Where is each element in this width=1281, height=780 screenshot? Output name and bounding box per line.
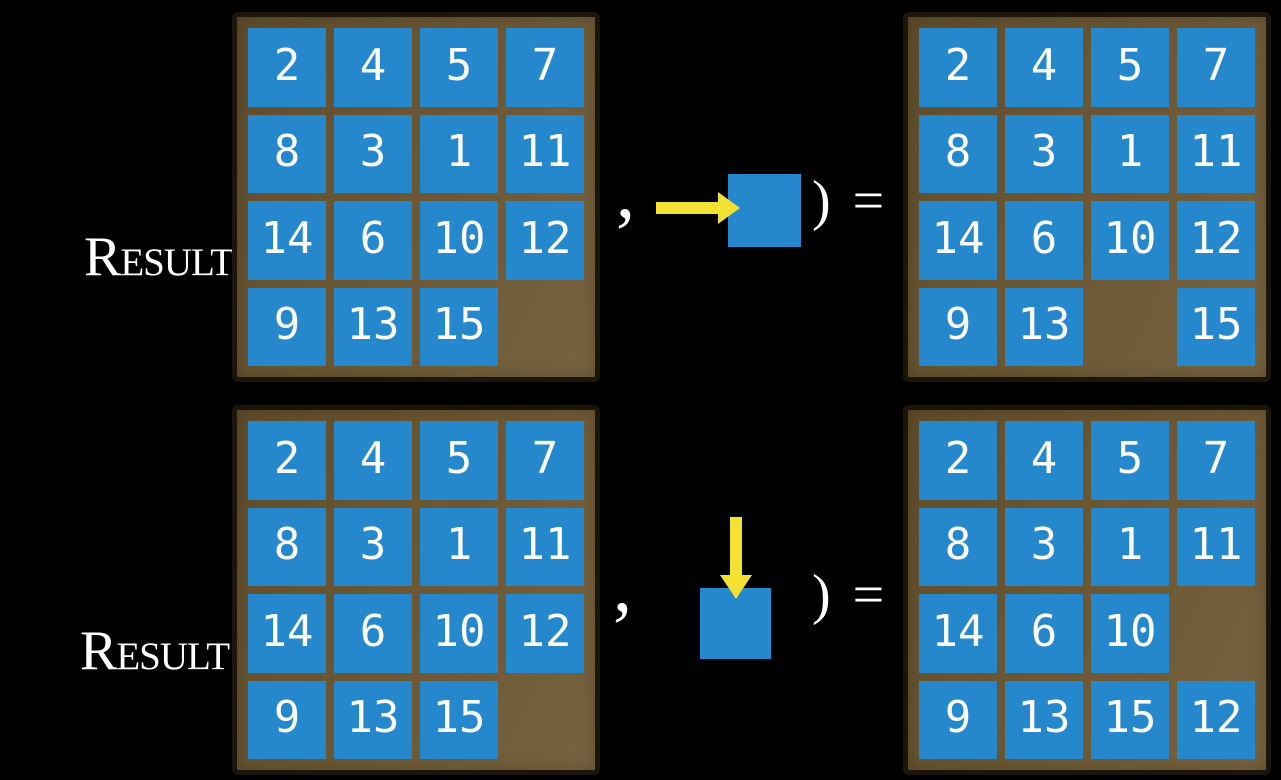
- puzzle-tile-2: 2: [919, 421, 997, 500]
- close-paren-equals: ) =: [812, 564, 885, 626]
- puzzle-tile-4: 4: [1005, 421, 1083, 500]
- puzzle-tile-11: 11: [506, 507, 584, 586]
- blank-cell: [506, 288, 584, 367]
- blank-cell: [506, 681, 584, 760]
- puzzle-tile-1: 1: [1091, 114, 1169, 193]
- puzzle-tile-1: 1: [1091, 507, 1169, 586]
- comma-separator: ,: [613, 544, 632, 628]
- puzzle-tile-15: 15: [420, 680, 498, 759]
- puzzle-tile-11: 11: [1177, 114, 1255, 193]
- puzzle-tile-11: 11: [506, 114, 584, 193]
- puzzle-tile-3: 3: [334, 114, 412, 193]
- puzzle-tile-12: 12: [1177, 201, 1255, 280]
- tile-icon: [728, 174, 801, 247]
- tile-icon: [700, 588, 771, 659]
- puzzle-tile-8: 8: [919, 507, 997, 586]
- move-down-arrow-icon: [720, 517, 752, 599]
- puzzle-tile-2: 2: [248, 28, 326, 107]
- result-function-label: Result(: [24, 567, 250, 735]
- puzzle-tile-1: 1: [420, 114, 498, 193]
- puzzle-tile-4: 4: [334, 28, 412, 107]
- puzzle-tile-2: 2: [248, 421, 326, 500]
- puzzle-tile-12: 12: [506, 594, 584, 673]
- puzzle-tile-8: 8: [919, 114, 997, 193]
- puzzle-tile-5: 5: [1091, 28, 1169, 107]
- puzzle-tile-15: 15: [1091, 680, 1169, 759]
- puzzle-tile-3: 3: [1005, 114, 1083, 193]
- puzzle-tile-2: 2: [919, 28, 997, 107]
- comma-separator: ,: [616, 150, 635, 234]
- puzzle-tile-13: 13: [1005, 680, 1083, 759]
- puzzle-tile-11: 11: [1177, 507, 1255, 586]
- puzzle-tile-6: 6: [1005, 201, 1083, 280]
- puzzle-tile-15: 15: [420, 287, 498, 366]
- puzzle-tile-14: 14: [919, 594, 997, 673]
- function-name: Result: [84, 226, 234, 288]
- blank-cell: [1091, 288, 1169, 367]
- close-paren-equals: ) =: [812, 170, 885, 232]
- blank-cell: [1177, 594, 1255, 673]
- puzzle-tile-3: 3: [334, 507, 412, 586]
- puzzle-tile-5: 5: [1091, 421, 1169, 500]
- result-function-label: Result(: [28, 173, 254, 341]
- puzzle-tile-9: 9: [248, 287, 326, 366]
- puzzle-tile-8: 8: [248, 114, 326, 193]
- puzzle-tile-10: 10: [1091, 201, 1169, 280]
- puzzle-tile-7: 7: [1177, 421, 1255, 500]
- puzzle-tile-7: 7: [506, 421, 584, 500]
- puzzle-tile-6: 6: [334, 594, 412, 673]
- puzzle-tile-12: 12: [1177, 680, 1255, 759]
- puzzle-tile-14: 14: [919, 201, 997, 280]
- puzzle-tile-13: 13: [334, 287, 412, 366]
- puzzle-tile-9: 9: [248, 680, 326, 759]
- puzzle-tile-6: 6: [1005, 594, 1083, 673]
- puzzle-tile-7: 7: [506, 28, 584, 107]
- puzzle-tile-6: 6: [334, 201, 412, 280]
- puzzle-tile-14: 14: [248, 201, 326, 280]
- puzzle-tile-3: 3: [1005, 507, 1083, 586]
- puzzle-tile-15: 15: [1177, 287, 1255, 366]
- puzzle-tile-10: 10: [420, 201, 498, 280]
- puzzle-tile-4: 4: [334, 421, 412, 500]
- puzzle-tile-14: 14: [248, 594, 326, 673]
- puzzle-tile-13: 13: [1005, 287, 1083, 366]
- puzzle-tile-5: 5: [420, 28, 498, 107]
- puzzle-tile-7: 7: [1177, 28, 1255, 107]
- puzzle-tile-12: 12: [506, 201, 584, 280]
- puzzle-tile-5: 5: [420, 421, 498, 500]
- puzzle-tile-9: 9: [919, 680, 997, 759]
- puzzle-tile-9: 9: [919, 287, 997, 366]
- puzzle-tile-10: 10: [420, 594, 498, 673]
- move-right-arrow-icon: [656, 192, 740, 224]
- puzzle-tile-8: 8: [248, 507, 326, 586]
- puzzle-tile-4: 4: [1005, 28, 1083, 107]
- puzzle-tile-10: 10: [1091, 594, 1169, 673]
- puzzle-tile-1: 1: [420, 507, 498, 586]
- puzzle-tile-13: 13: [334, 680, 412, 759]
- function-name: Result: [80, 620, 230, 682]
